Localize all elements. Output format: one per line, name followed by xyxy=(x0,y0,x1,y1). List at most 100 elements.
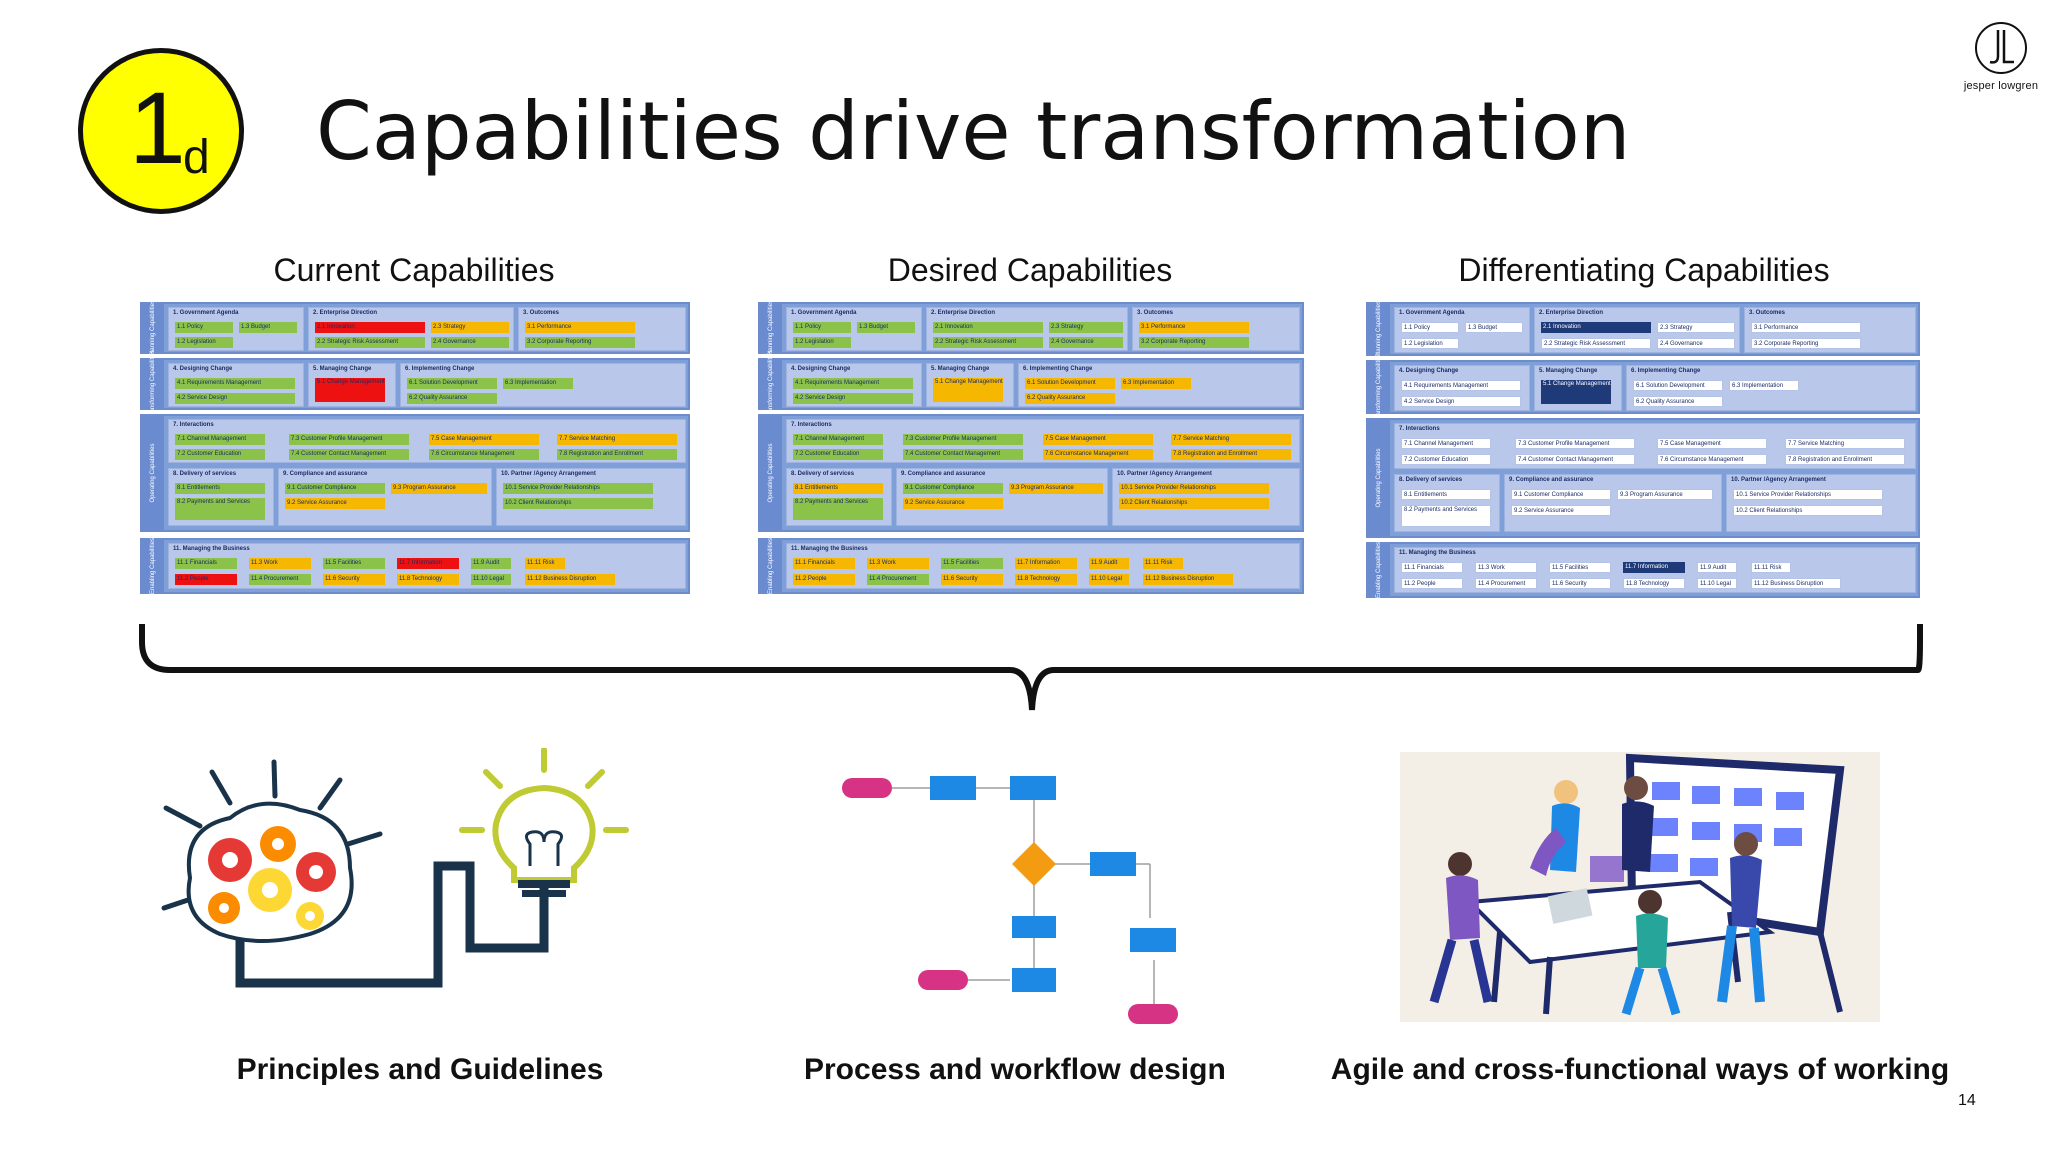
differentiating-capabilities-title: Differentiating Capabilities xyxy=(1458,252,1830,288)
group-partner-agency-arrangement: 10. Partner /Agency Arrangement 10.1 Ser… xyxy=(496,468,686,526)
caption-agile: Agile and cross-functional ways of worki… xyxy=(1330,1053,1950,1086)
capability-cell: 7.2 Customer Education xyxy=(793,449,883,460)
capability-cell: 2.1 Innovation xyxy=(1541,322,1651,333)
capability-cell: 6.1 Solution Development xyxy=(1025,378,1115,389)
enabling-row: Enabling Capabilities 11. Managing the B… xyxy=(1366,542,1920,598)
group-interactions: 7. Interactions 7.1 Channel Management 7… xyxy=(1394,423,1916,469)
row-label-transforming: Transforming Capabilities xyxy=(1376,353,1382,421)
group-title: 11. Managing the Business xyxy=(173,546,250,552)
capability-cell: 11.4 Procurement xyxy=(867,574,929,585)
section-badge: 1 d xyxy=(78,48,244,214)
capability-cell: 2.2 Strategic Risk Assessment xyxy=(933,337,1043,348)
planning-row: Planning Capabilities 1. Government Agen… xyxy=(1366,301,1920,357)
group-implementing-change: 6. Implementing Change 6.1 Solution Deve… xyxy=(400,363,686,407)
capability-cell: 2.3 Strategy xyxy=(431,322,509,333)
capability-cell: 7.2 Customer Education xyxy=(175,449,265,460)
group-outcomes: 3. Outcomes 3.1 Performance 3.2 Corporat… xyxy=(1132,307,1300,351)
capability-cell: 7.3 Customer Profile Management xyxy=(903,434,1023,445)
capability-cell: 3.1 Performance xyxy=(525,322,635,333)
capability-cell: 11.7 Information xyxy=(1015,558,1077,569)
desired-capability-map: Planning Capabilities 1. Government Agen… xyxy=(758,300,1304,598)
group-designing-change: 4. Designing Change 4.1 Requirements Man… xyxy=(168,363,304,407)
desired-capabilities-title: Desired Capabilities xyxy=(887,252,1173,288)
capability-cell: 6.2 Quality Assurance xyxy=(407,393,497,404)
capability-cell: 4.1 Requirements Management xyxy=(793,378,913,389)
capability-cell: 2.3 Strategy xyxy=(1657,322,1735,333)
group-managing-the-business: 11. Managing the Business 11.1 Financial… xyxy=(1394,547,1916,593)
capability-cell: 11.12 Business Disruption xyxy=(1751,578,1841,589)
row-label-enabling: Enabling Capabilities xyxy=(150,537,156,595)
group-title: 9. Compliance and assurance xyxy=(901,471,986,477)
capability-cell: 11.11 Risk xyxy=(1143,558,1183,569)
capability-cell: 11.8 Technology xyxy=(1623,578,1685,589)
page-title: Capabilities drive transformation xyxy=(316,85,1631,178)
capability-cell: 9.2 Service Assurance xyxy=(285,498,385,509)
differentiating-capability-map: Planning Capabilities 1. Government Agen… xyxy=(1366,301,1920,598)
group-title: 3. Outcomes xyxy=(1137,310,1174,316)
capability-cell: 11.3 Work xyxy=(1475,562,1537,573)
capability-cell: 7.1 Channel Management xyxy=(175,434,265,445)
group-compliance-and-assurance: 9. Compliance and assurance 9.1 Customer… xyxy=(1504,474,1722,532)
group-title: 10. Partner /Agency Arrangement xyxy=(501,471,596,477)
capability-cell: 11.9 Audit xyxy=(471,558,511,569)
capability-cell: 4.2 Service Design xyxy=(1401,396,1521,407)
group-title: 6. Implementing Change xyxy=(1631,368,1701,374)
capability-cell: 7.5 Case Management xyxy=(1043,434,1153,445)
group-outcomes: 3. Outcomes 3.1 Performance 3.2 Corporat… xyxy=(518,307,686,351)
brain-lightbulb-icon xyxy=(161,748,629,988)
capability-cell: 8.2 Payments and Services xyxy=(1401,505,1491,527)
capability-cell: 9.2 Service Assurance xyxy=(903,498,1003,509)
transforming-row: Transforming Capabilities 4. Designing C… xyxy=(1366,353,1920,421)
capability-cell: 2.1 Innovation xyxy=(933,322,1043,333)
capability-cell: 11.4 Procurement xyxy=(1475,578,1537,589)
capability-cell: 3.1 Performance xyxy=(1751,322,1861,333)
capability-cell: 1.2 Legislation xyxy=(793,337,851,348)
capability-cell: 11.2 People xyxy=(175,574,237,585)
capability-cell: 2.2 Strategic Risk Assessment xyxy=(1541,338,1651,349)
row-label-operating: Operating Capabilities xyxy=(150,443,156,503)
capability-cell: 7.4 Customer Contact Management xyxy=(1515,454,1635,465)
capability-cell: 11.6 Security xyxy=(941,574,1003,585)
group-title: 7. Interactions xyxy=(1399,426,1440,432)
capability-cell: 10.2 Client Relationships xyxy=(503,498,653,509)
group-title: 11. Managing the Business xyxy=(791,546,868,552)
capability-cell: 8.2 Payments and Services xyxy=(175,498,265,520)
group-title: 4. Designing Change xyxy=(173,366,233,372)
capability-cell: 7.1 Channel Management xyxy=(1401,438,1491,449)
row-label-planning: Planning Capabilities xyxy=(150,299,156,357)
group-title: 3. Outcomes xyxy=(523,310,560,316)
group-title: 1. Government Agenda xyxy=(173,310,239,316)
capability-cell: 4.2 Service Design xyxy=(793,393,913,404)
capability-cell: 1.1 Policy xyxy=(793,322,851,333)
group-title: 7. Interactions xyxy=(791,422,832,428)
group-government-agenda: 1. Government Agenda 1.1 Policy 1.3 Budg… xyxy=(168,307,304,351)
workflow-diagram-icon xyxy=(842,776,1178,1024)
caption-process: Process and workflow design xyxy=(804,1053,1226,1086)
capability-cell: 1.3 Budget xyxy=(239,322,297,333)
group-delivery-of-services: 8. Delivery of services 8.1 Entitlements… xyxy=(786,468,892,526)
group-title: 7. Interactions xyxy=(173,422,214,428)
group-title: 9. Compliance and assurance xyxy=(1509,477,1594,483)
group-government-agenda: 1. Government Agenda 1.1 Policy 1.3 Budg… xyxy=(1394,307,1530,353)
enabling-row: Enabling Capabilities 11. Managing the B… xyxy=(758,538,1304,594)
capability-cell: 9.1 Customer Compliance xyxy=(285,483,385,494)
capability-cell: 6.3 Implementation xyxy=(1729,380,1799,391)
group-compliance-and-assurance: 9. Compliance and assurance 9.1 Customer… xyxy=(278,468,492,526)
capability-cell: 4.1 Requirements Management xyxy=(1401,380,1521,391)
row-label-transforming: Transforming Capabilities xyxy=(150,350,156,418)
group-implementing-change: 6. Implementing Change 6.1 Solution Deve… xyxy=(1018,363,1300,407)
group-title: 2. Enterprise Direction xyxy=(931,310,996,316)
capability-cell: 1.3 Budget xyxy=(857,322,915,333)
current-capability-map: Planning Capabilities 1. Government Agen… xyxy=(140,299,690,598)
capability-cell: 3.1 Performance xyxy=(1139,322,1249,333)
group-title: 5. Managing Change xyxy=(313,366,372,372)
capability-cell: 10.1 Service Provider Relationships xyxy=(503,483,653,494)
capability-cell: 7.1 Channel Management xyxy=(793,434,883,445)
row-label-enabling: Enabling Capabilities xyxy=(1376,541,1382,599)
group-enterprise-direction: 2. Enterprise Direction 2.1 Innovation 2… xyxy=(308,307,514,351)
capability-cell: 7.8 Registration and Enrollment xyxy=(557,449,677,460)
row-label-enabling: Enabling Capabilities xyxy=(768,537,774,595)
capability-cell: 7.6 Circumstance Management xyxy=(1043,449,1153,460)
capability-cell: 11.4 Procurement xyxy=(249,574,311,585)
logo: jesper lowgren xyxy=(1948,18,2048,98)
